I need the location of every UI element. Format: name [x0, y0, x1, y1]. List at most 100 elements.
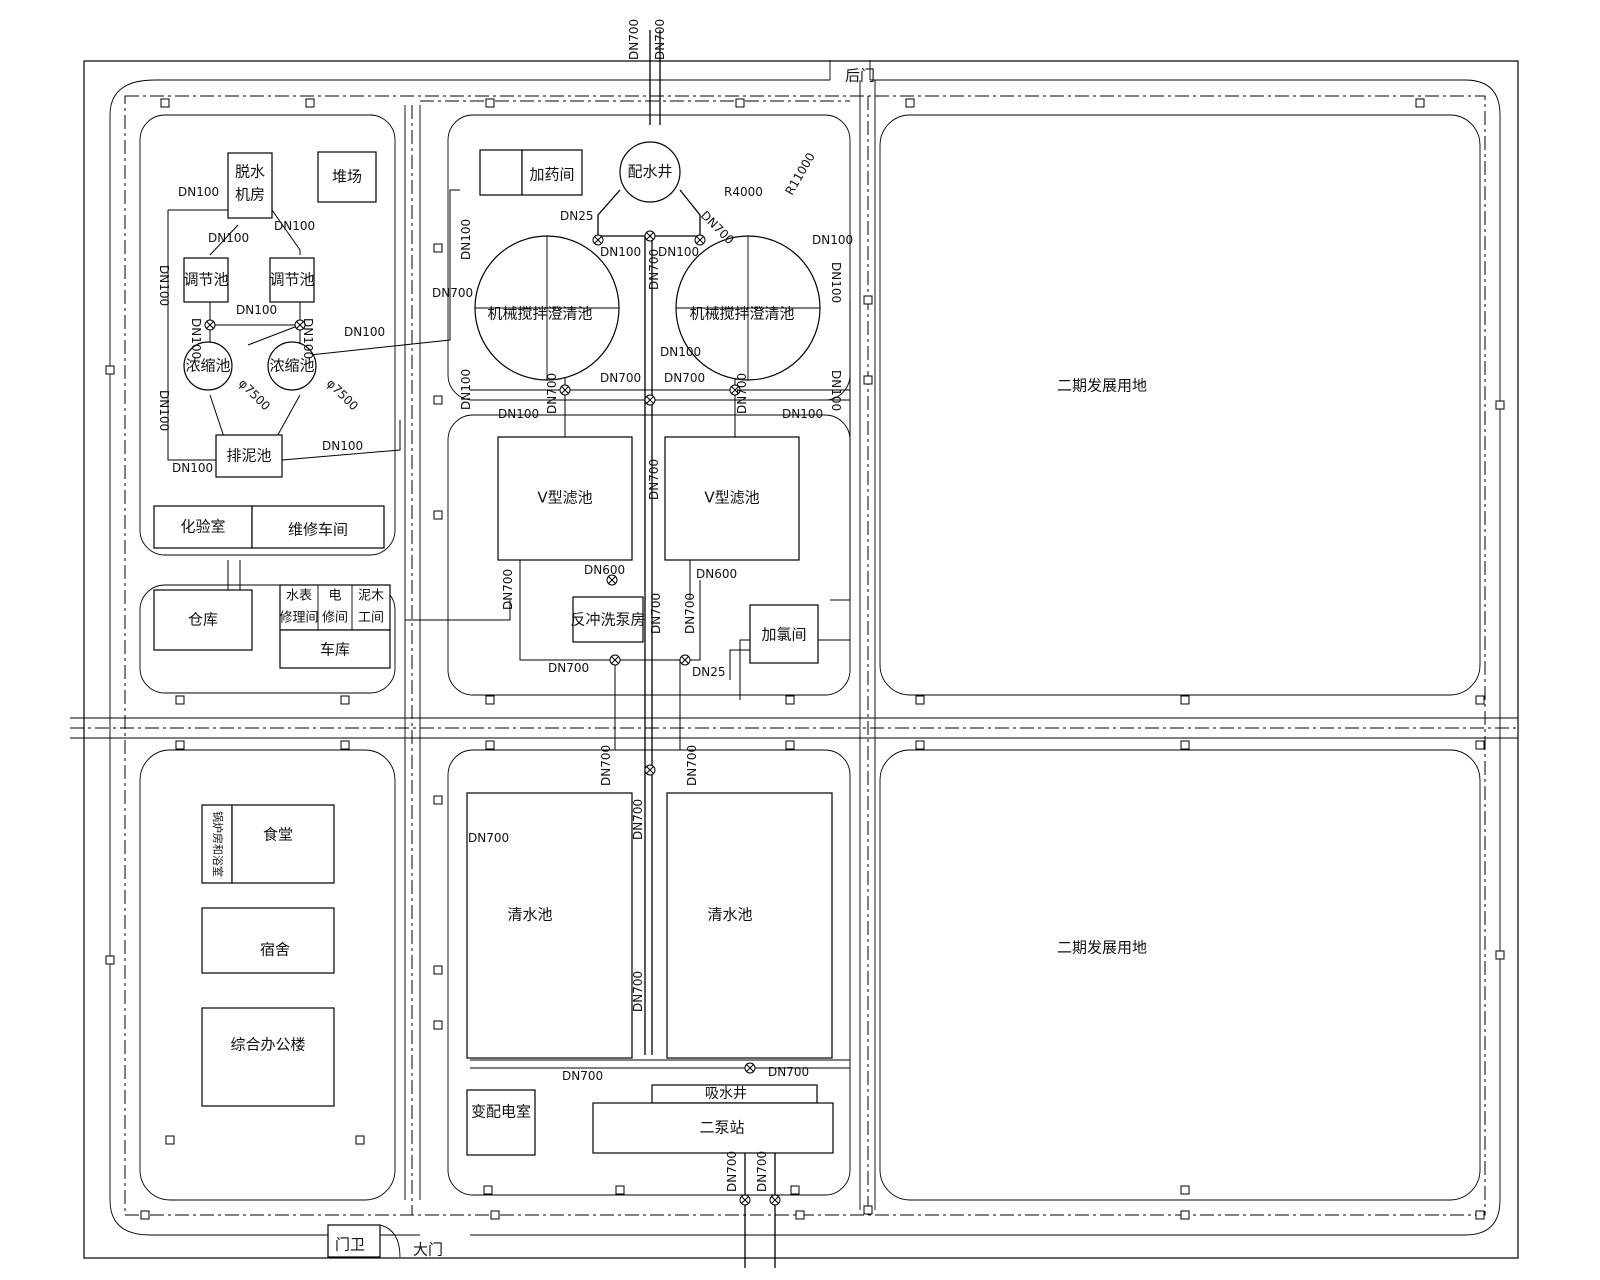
- hydrant-icon: [863, 295, 873, 305]
- hydrant-icon: [355, 1135, 365, 1145]
- hydrant-icon: [433, 965, 443, 975]
- guard-house: 门卫: [327, 1224, 401, 1258]
- svg-text:化验室: 化验室: [180, 518, 225, 536]
- pipe-label: DN700: [649, 593, 663, 634]
- valve-icon: [559, 384, 571, 396]
- valve-icon: [729, 384, 741, 396]
- hydrant-icon: [433, 243, 443, 253]
- svg-text:调节池: 调节池: [269, 271, 314, 289]
- pipe-label: DN100: [459, 219, 473, 260]
- pipe-label: DN700: [755, 1151, 769, 1192]
- svg-text:泥木: 泥木: [358, 589, 384, 604]
- svg-text:调节池: 调节池: [183, 271, 228, 289]
- svg-text:变配电室: 变配电室: [471, 1103, 531, 1121]
- svg-text:浓缩池: 浓缩池: [185, 357, 230, 375]
- hydrant-icon: [1475, 740, 1485, 750]
- svg-text:门卫: 门卫: [335, 1236, 365, 1254]
- hydrant-icon: [915, 740, 925, 750]
- pipe-label: DN700: [562, 1069, 603, 1083]
- pipe-label: DN100: [660, 345, 701, 359]
- hydrant-icon: [1180, 1185, 1190, 1195]
- pipe-label: DN700: [685, 745, 699, 786]
- svg-text:吸水井: 吸水井: [705, 1086, 747, 1102]
- dosing-room: 加药间: [479, 149, 583, 196]
- hydrant-icon: [1495, 950, 1505, 960]
- hydrant-icon: [863, 1205, 873, 1215]
- valve-icon: [679, 654, 691, 666]
- phase2-north-label: 二期发展用地: [1057, 377, 1147, 395]
- pipe-label: DN25: [560, 209, 594, 223]
- hydrant-icon: [915, 695, 925, 705]
- hydrant-icon: [175, 740, 185, 750]
- hydrant-icon: [1180, 695, 1190, 705]
- pipe-label: DN100: [236, 303, 277, 317]
- pipe-label: DN600: [584, 563, 625, 577]
- svg-text:V型滤池: V型滤池: [704, 489, 759, 507]
- pipe-label: DN100: [301, 318, 315, 359]
- svg-text:修间: 修间: [322, 611, 348, 626]
- svg-text:修理间: 修理间: [279, 611, 318, 626]
- pipe-label: DN100: [189, 318, 203, 359]
- pipe-label: φ7500: [324, 376, 361, 413]
- svg-text:V型滤池: V型滤池: [537, 489, 592, 507]
- valve-icon: [769, 1194, 781, 1206]
- pipe-label: DN100: [498, 407, 539, 421]
- pipe-label: DN100: [208, 231, 249, 245]
- pipe-label: DN100: [274, 219, 315, 233]
- hydrant-icon: [863, 375, 873, 385]
- pipe-label: DN700: [631, 799, 645, 840]
- svg-text:宿舍: 宿舍: [260, 941, 290, 959]
- hydrant-icon: [1180, 1210, 1190, 1220]
- pipe-label: DN700: [600, 371, 641, 385]
- sludge-drain-tank: 排泥池: [215, 434, 283, 478]
- valve-icon: [606, 574, 618, 586]
- hydrant-icon: [1475, 1210, 1485, 1220]
- svg-text:二泵站: 二泵站: [699, 1119, 744, 1137]
- clear-water-tank-b: 清水池: [666, 792, 833, 1059]
- pipe-label: DN600: [696, 567, 737, 581]
- lab-building: 化验室: [153, 505, 253, 549]
- hydrant-icon: [433, 1020, 443, 1030]
- hydrant-icon: [483, 1185, 493, 1195]
- svg-text:脱水: 脱水: [235, 163, 265, 181]
- substation: 变配电室: [466, 1089, 536, 1156]
- valves: [204, 230, 781, 1206]
- pipe-label: DN700: [545, 373, 559, 414]
- pipe-label: φ7500: [236, 376, 273, 413]
- hydrant-icon: [140, 1210, 150, 1220]
- svg-text:仓库: 仓库: [188, 611, 218, 629]
- office-building: 综合办公楼: [201, 1007, 335, 1107]
- svg-text:反冲洗泵房: 反冲洗泵房: [570, 611, 645, 629]
- hydrant-icon: [1180, 740, 1190, 750]
- pipe-label: DN100: [322, 439, 363, 453]
- clarifier-b: 机械搅拌澄清池: [675, 235, 821, 381]
- regulating-tank-a: 调节池: [183, 257, 229, 303]
- pipe-label: DN100: [829, 262, 843, 303]
- hydrant-icon: [340, 695, 350, 705]
- hydrant-icon: [105, 955, 115, 965]
- v-filter-a: V型滤池: [497, 436, 633, 561]
- pipe-label: DN100: [344, 325, 385, 339]
- pipe-label: R4000: [724, 185, 763, 199]
- pipe-label: DN100: [812, 233, 853, 247]
- pipe-label: DN700: [647, 249, 661, 290]
- hydrant-icon: [1415, 98, 1425, 108]
- repair-shop: 维修车间: [251, 505, 385, 549]
- hydrant-icon: [795, 1210, 805, 1220]
- svg-text:清水池: 清水池: [507, 906, 552, 924]
- svg-text:配水井: 配水井: [627, 163, 672, 181]
- pump-station-2: 二泵站: [592, 1102, 834, 1154]
- valve-icon: [592, 234, 604, 246]
- hydrant-icon: [305, 98, 315, 108]
- svg-text:机械搅拌澄清池: 机械搅拌澄清池: [487, 305, 592, 323]
- valve-icon: [744, 1062, 756, 1074]
- valve-icon: [739, 1194, 751, 1206]
- pipe-label: DN100: [829, 370, 843, 411]
- valve-icon: [644, 764, 656, 776]
- clear-water-tank-a: 清水池: [466, 792, 633, 1059]
- pipe-label: DN100: [178, 185, 219, 199]
- pipe-label: DN700: [501, 569, 515, 610]
- pipe-label: DN700: [468, 831, 509, 845]
- svg-text:浓缩池: 浓缩池: [269, 357, 314, 375]
- pipe-label: R11000: [782, 150, 817, 197]
